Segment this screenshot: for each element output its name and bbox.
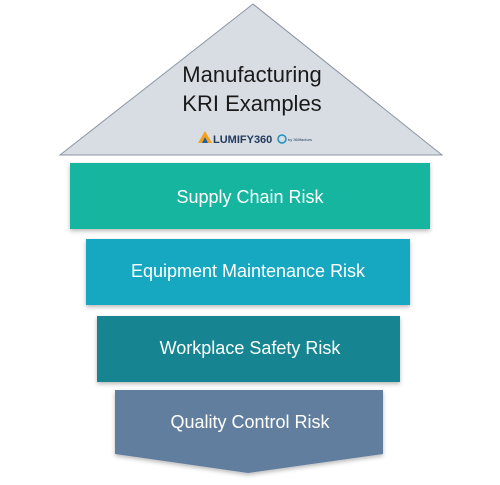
tier-workplace-safety-label: Workplace Safety Risk [160,338,342,358]
roof-title-line-2: KRI Examples [182,91,321,116]
logo-mark-accent-icon [202,137,208,143]
tier-workplace-safety-band [97,316,400,382]
tier-supply-chain-band [70,163,430,229]
tier-quality-control-label: Quality Control Risk [170,412,330,432]
tier-equipment-maintenance-label: Equipment Maintenance Risk [131,261,366,281]
lumify360-logo: LUMIFY360 by 360factors [198,131,312,146]
tier-supply-chain-label: Supply Chain Risk [176,187,324,207]
logo-circle-icon [277,134,287,144]
logo-text: LUMIFY360 [213,134,272,146]
tier-equipment-maintenance-band [86,239,410,305]
tier-equipment-maintenance: Equipment Maintenance Risk [86,239,410,305]
tier-quality-control: Quality Control Risk [115,390,383,473]
roof-title-line-1: Manufacturing [182,62,321,87]
roof-shape [58,3,444,156]
tier-workplace-safety: Workplace Safety Risk [97,316,400,382]
tier-supply-chain: Supply Chain Risk [70,163,430,229]
logo-suffix: by 360factors [288,137,312,142]
tier-quality-control-band [115,390,383,473]
